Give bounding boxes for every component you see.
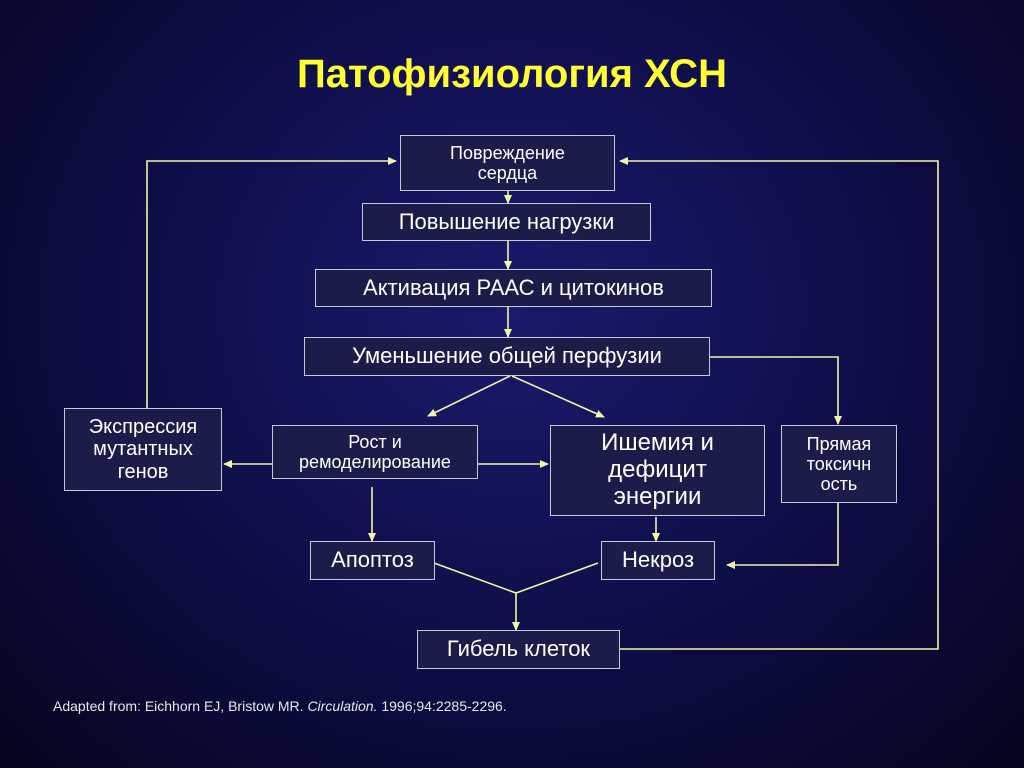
arrow-perfusion-to-toxicity: [710, 356, 842, 425]
node-raas-activation: Активация РААС и цитокинов: [315, 269, 712, 307]
arrow-toxicity-to-necrosis: [726, 503, 839, 569]
arrow-expression-loop-to-damage: [146, 157, 397, 408]
node-growth-remodeling: Рост и ремоделирование: [272, 425, 478, 479]
node-heart-damage: Повреждение сердца: [400, 135, 615, 191]
citation-suffix: 1996;94:2285-2296.: [377, 698, 507, 714]
node-apoptosis: Апоптоз: [310, 541, 435, 580]
arrow-perfusion-to-ischemia: [511, 375, 605, 418]
node-load-increase: Повышение нагрузки: [362, 203, 651, 241]
citation-journal: Circulation.: [307, 698, 378, 714]
node-mutant-gene-expression: Экспрессия мутантных генов: [64, 408, 222, 491]
node-cell-death: Гибель клеток: [417, 630, 620, 669]
node-perfusion-decrease: Уменьшение общей перфузии: [304, 337, 710, 376]
merge-apoptosis-necrosis: [433, 562, 599, 594]
arrow-death-loop-to-damage: [619, 157, 939, 650]
arrow-perfusion-to-growth: [427, 375, 511, 417]
node-direct-toxicity: Прямая токсичн ость: [781, 425, 897, 503]
node-necrosis: Некроз: [601, 541, 715, 580]
node-ischemia-energy-deficit: Ишемия и дефицит энергии: [550, 425, 765, 516]
citation-prefix: Adapted from: Eichhorn EJ, Bristow MR.: [53, 698, 308, 714]
citation: Adapted from: Eichhorn EJ, Bristow MR. C…: [53, 698, 507, 714]
page-title: Патофизиология ХСН: [297, 52, 727, 96]
